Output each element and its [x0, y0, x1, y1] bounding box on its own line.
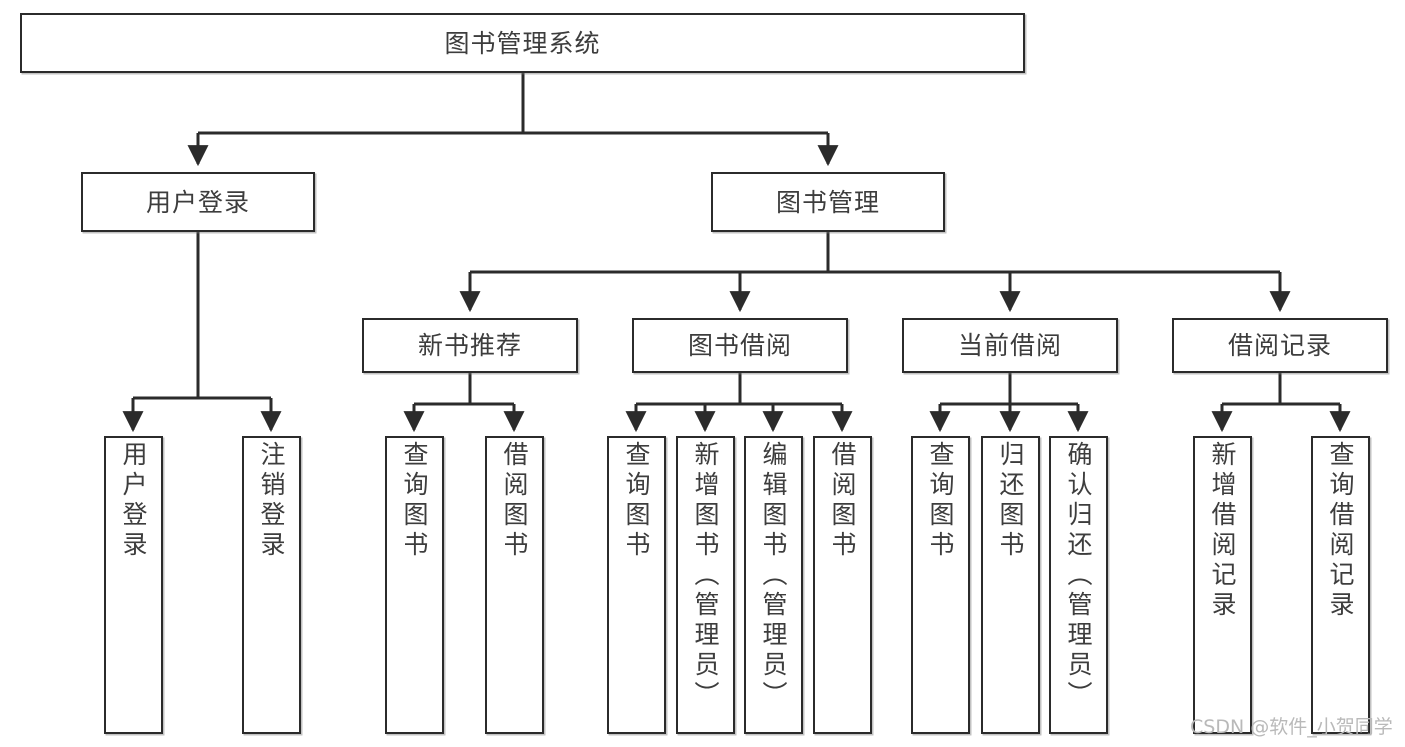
node-label: 注销登录	[257, 441, 286, 561]
node-book-management[interactable]: 图书管理	[711, 172, 945, 232]
node-label: 图书管理系统	[444, 28, 601, 58]
leaf-edit-book-admin[interactable]: 编辑图书（管理员）	[744, 436, 803, 734]
node-user-login[interactable]: 用户登录	[81, 172, 315, 232]
node-label: 图书管理	[775, 187, 880, 217]
leaf-user-login[interactable]: 用户登录	[104, 436, 163, 734]
node-label: 当前借阅	[957, 331, 1062, 360]
watermark: CSDN @软件_小贺同学	[1190, 716, 1393, 738]
node-label: 编辑图书（管理员）	[759, 441, 788, 711]
node-label: 新增借阅记录	[1208, 441, 1237, 621]
node-label: 借阅图书	[500, 441, 529, 561]
leaf-return-book[interactable]: 归还图书	[981, 436, 1040, 734]
leaf-borrow-book[interactable]: 借阅图书	[813, 436, 872, 734]
leaf-query-book-borrow[interactable]: 查询图书	[607, 436, 666, 734]
node-label: 图书借阅	[687, 331, 792, 360]
node-label: 借阅图书	[828, 441, 857, 561]
leaf-add-book-admin[interactable]: 新增图书（管理员）	[676, 436, 735, 734]
leaf-query-book-recommend[interactable]: 查询图书	[385, 436, 444, 734]
node-label: 查询图书	[400, 441, 429, 561]
node-label: 用户登录	[119, 441, 148, 561]
leaf-borrow-book-recommend[interactable]: 借阅图书	[485, 436, 544, 734]
leaf-query-borrow-record[interactable]: 查询借阅记录	[1311, 436, 1370, 734]
leaf-query-book-current[interactable]: 查询图书	[911, 436, 970, 734]
node-new-book-recommend[interactable]: 新书推荐	[362, 318, 578, 373]
node-book-borrow[interactable]: 图书借阅	[632, 318, 848, 373]
node-label: 查询图书	[926, 441, 955, 561]
node-label: 确认归还（管理员）	[1064, 441, 1093, 711]
node-label: 用户登录	[145, 187, 250, 217]
node-label: 查询借阅记录	[1326, 441, 1355, 621]
node-label: 借阅记录	[1227, 331, 1332, 360]
leaf-add-borrow-record[interactable]: 新增借阅记录	[1193, 436, 1252, 734]
leaf-confirm-return-admin[interactable]: 确认归还（管理员）	[1049, 436, 1108, 734]
node-label: 新书推荐	[417, 331, 522, 360]
node-current-borrow[interactable]: 当前借阅	[902, 318, 1118, 373]
node-root[interactable]: 图书管理系统	[20, 13, 1025, 73]
node-label: 新增图书（管理员）	[691, 441, 720, 711]
leaf-user-logout[interactable]: 注销登录	[242, 436, 301, 734]
node-label: 归还图书	[996, 441, 1025, 561]
node-borrow-record[interactable]: 借阅记录	[1172, 318, 1388, 373]
node-label: 查询图书	[622, 441, 651, 561]
